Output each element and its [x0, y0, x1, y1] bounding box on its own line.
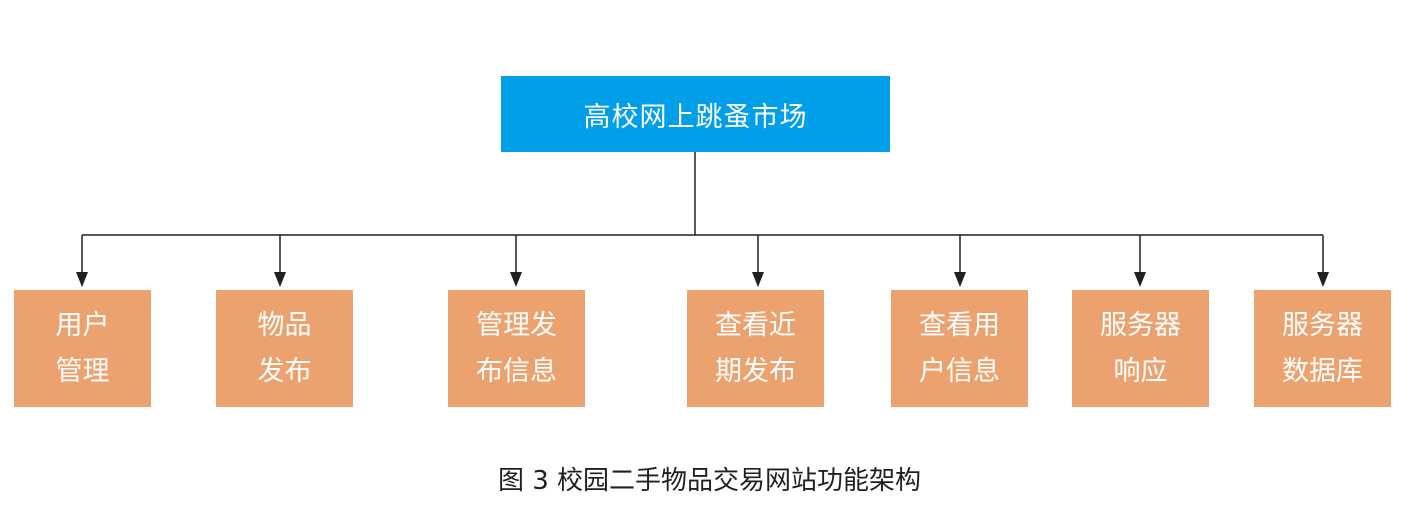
arrowhead-manage-published-info [510, 272, 522, 287]
child-label-line2: 户信息 [919, 355, 1000, 387]
child-label-line2: 发布 [257, 355, 312, 387]
child-label-line1: 用户 [55, 309, 110, 341]
arrowhead-view-recent-posts [752, 272, 764, 287]
child-label-line2: 布信息 [476, 355, 557, 387]
child-node-view-user-info: 查看用户信息 [891, 290, 1028, 407]
child-label-line1: 管理发 [476, 309, 557, 341]
child-node-server-response: 服务器响应 [1072, 290, 1209, 407]
arrowhead-user-management [76, 272, 88, 287]
root-label: 高校网上跳蚤市场 [583, 101, 808, 133]
child-node-user-management: 用户管理 [14, 290, 151, 407]
child-node-manage-published-info: 管理发布信息 [448, 290, 585, 407]
figure-caption: 图 3 校园二手物品交易网站功能架构 [497, 466, 922, 496]
child-node-view-recent-posts: 查看近期发布 [687, 290, 824, 407]
arrowhead-server-response [1134, 272, 1146, 287]
child-label-line2: 数据库 [1282, 355, 1363, 387]
child-label-line1: 物品 [257, 309, 312, 341]
child-node-server-database: 服务器数据库 [1254, 290, 1391, 407]
child-label-line1: 服务器 [1100, 309, 1181, 341]
child-label-line1: 服务器 [1282, 309, 1363, 341]
arrowhead-view-user-info [954, 272, 966, 287]
child-node-item-publish: 物品发布 [216, 290, 353, 407]
child-label-line2: 响应 [1113, 355, 1168, 387]
arrowhead-item-publish [274, 272, 286, 287]
child-label-line1: 查看近 [715, 309, 796, 341]
arrowhead-server-database [1317, 272, 1329, 287]
drop-arrows [76, 235, 1329, 287]
child-label-line2: 期发布 [715, 355, 796, 387]
root-node: 高校网上跳蚤市场 [501, 76, 890, 152]
child-label-line2: 管理 [55, 355, 110, 387]
child-label-line1: 查看用 [919, 309, 1000, 341]
